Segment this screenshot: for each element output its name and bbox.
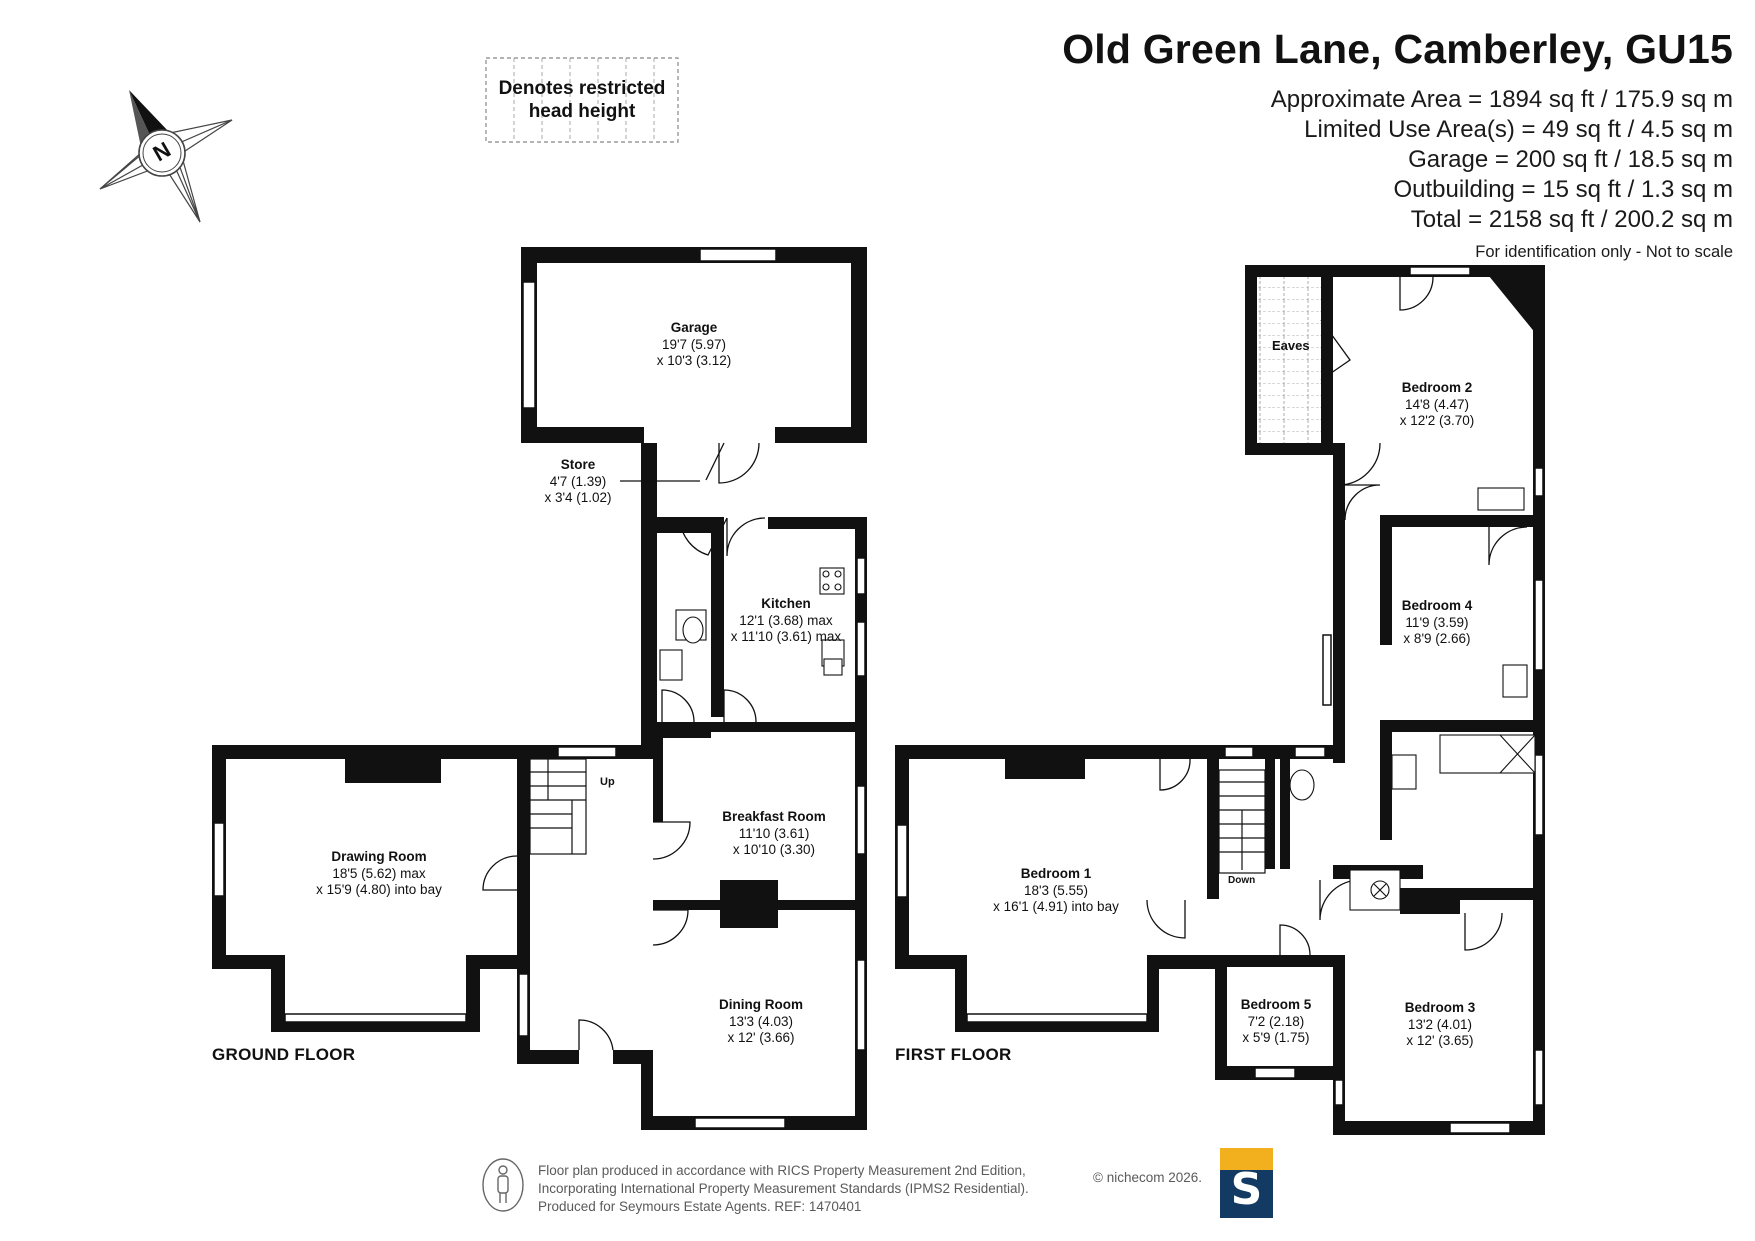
room-bedroom5-dim2: x 5'9 (1.75) [1242, 1030, 1310, 1045]
seymours-logo: S [1220, 1148, 1273, 1218]
eaves-label: Eaves [1272, 338, 1310, 353]
room-store-name: Store [560, 457, 596, 472]
room-store-dim1: 4'7 (1.39) [549, 473, 607, 489]
room-garage-dim2: x 10'3 (3.12) [656, 353, 732, 368]
room-kitchen-name: Kitchen [761, 596, 811, 611]
footer-line-3: Produced for Seymours Estate Agents. REF… [538, 1199, 862, 1214]
room-bedroom2-dim2: x 12'2 (3.70) [1399, 413, 1475, 428]
seymours-logo-band [1220, 1148, 1273, 1170]
nichecom-copyright: © nichecom 2026. [1093, 1170, 1203, 1185]
room-bedroom1-name: Bedroom 1 [1020, 866, 1092, 881]
ground-floor-stairs [529, 758, 587, 855]
footer-line-1: Floor plan produced in accordance with R… [538, 1163, 1026, 1178]
room-drawing-name: Drawing Room [331, 849, 427, 864]
room-bedroom4-dim2: x 8'9 (2.66) [1403, 631, 1471, 646]
area-garage: Garage = 200 sq ft / 18.5 sq m [1408, 146, 1733, 173]
room-bedroom3-name: Bedroom 3 [1404, 1000, 1476, 1015]
room-bedroom5-dim1: 7'2 (2.18) [1247, 1013, 1305, 1029]
room-dining-dim2: x 12' (3.66) [727, 1030, 795, 1045]
room-bedroom4-name: Bedroom 4 [1401, 598, 1473, 613]
area-total: Total = 2158 sq ft / 200.2 sq m [1410, 206, 1733, 233]
room-breakfast-dim1: 11'10 (3.61) [738, 825, 810, 841]
room-drawing-dim1: 18'5 (5.62) max [332, 865, 426, 881]
room-drawing-dim2: x 15'9 (4.80) into bay [316, 882, 442, 897]
north-compass-icon [99, 90, 233, 223]
first-stairs-label: Down [1228, 875, 1256, 886]
room-store-dim2: x 3'4 (1.02) [544, 490, 612, 505]
footer-line-2: Incorporating International Property Mea… [538, 1181, 1029, 1196]
room-breakfast-dim2: x 10'10 (3.30) [732, 842, 816, 857]
legend-line-2: head height [528, 101, 636, 122]
eaves-restricted-area [1257, 277, 1321, 443]
room-bedroom4: Bedroom 4 11'9 (3.59) x 8'9 (2.66) [1402, 598, 1473, 648]
room-bedroom1-dim2: x 16'1 (4.91) into bay [993, 899, 1119, 914]
first-floor-doors [1146, 276, 1528, 956]
room-bedroom1-dim1: 18'3 (5.55) [1023, 882, 1089, 898]
room-bedroom2: Bedroom 2 14'8 (4.47) x 12'2 (3.70) [1400, 380, 1475, 430]
ground-floor-label: GROUND FLOOR [212, 1045, 356, 1064]
area-limited-use: Limited Use Area(s) = 49 sq ft / 4.5 sq … [1304, 116, 1733, 143]
seymours-logo-letter: S [1230, 1164, 1263, 1215]
room-bedroom2-name: Bedroom 2 [1401, 380, 1473, 395]
room-store: Store 4'7 (1.39) x 3'4 (1.02) [544, 457, 611, 507]
ground-floor-doors [482, 442, 766, 1051]
ground-stairs-label: Up [600, 776, 615, 788]
property-title: Old Green Lane, Camberley, GU15 [1062, 26, 1733, 72]
legend-line-1: Denotes restricted [498, 78, 666, 99]
room-bedroom3-dim1: 13'2 (4.01) [1407, 1016, 1473, 1032]
measurement-person-icon [482, 1158, 524, 1212]
room-bedroom3: Bedroom 3 13'2 (4.01) x 12' (3.65) [1405, 1000, 1476, 1050]
room-dining-name: Dining Room [719, 997, 803, 1012]
room-bedroom3-dim2: x 12' (3.65) [1406, 1033, 1474, 1048]
first-floor-windows [896, 266, 1544, 1134]
room-bedroom2-dim1: 14'8 (4.47) [1404, 396, 1470, 412]
room-kitchen: Kitchen 12'1 (3.68) max x 11'10 (3.61) m… [731, 596, 841, 646]
ground-floor-windows [213, 248, 866, 1129]
first-floor-label: FIRST FLOOR [895, 1045, 1012, 1064]
room-bedroom4-dim1: 11'9 (3.59) [1405, 614, 1469, 630]
restricted-height-legend: Denotes restricted head height [486, 58, 678, 142]
room-drawing: Drawing Room 18'5 (5.62) max x 15'9 (4.8… [316, 849, 442, 899]
identification-note: For identification only - Not to scale [1475, 243, 1733, 261]
area-outbuilding: Outbuilding = 15 sq ft / 1.3 sq m [1393, 176, 1733, 203]
first-floor-stairs [1218, 769, 1266, 874]
room-dining-dim1: 13'3 (4.03) [728, 1013, 794, 1029]
room-dining: Dining Room 13'3 (4.03) x 12' (3.66) [719, 997, 803, 1047]
room-kitchen-dim2: x 11'10 (3.61) max [730, 629, 842, 644]
room-bedroom5: Bedroom 5 7'2 (2.18) x 5'9 (1.75) [1241, 997, 1312, 1047]
room-garage-dim1: 19'7 (5.97) [661, 336, 727, 352]
area-approximate: Approximate Area = 1894 sq ft / 175.9 sq… [1270, 86, 1733, 113]
room-kitchen-dim1: 12'1 (3.68) max [739, 612, 833, 628]
room-garage-name: Garage [670, 320, 718, 335]
room-bedroom1: Bedroom 1 18'3 (5.55) x 16'1 (4.91) into… [993, 866, 1119, 916]
footer-disclaimer: Floor plan produced in accordance with R… [538, 1162, 1029, 1216]
ground-floor-fittings [659, 567, 845, 681]
room-bedroom5-name: Bedroom 5 [1240, 997, 1312, 1012]
first-floor-fittings [1289, 487, 1536, 911]
room-breakfast: Breakfast Room 11'10 (3.61) x 10'10 (3.3… [722, 809, 826, 859]
room-garage: Garage 19'7 (5.97) x 10'3 (3.12) [657, 320, 732, 370]
restricted-height-legend-box [485, 57, 679, 143]
room-breakfast-name: Breakfast Room [722, 809, 826, 824]
